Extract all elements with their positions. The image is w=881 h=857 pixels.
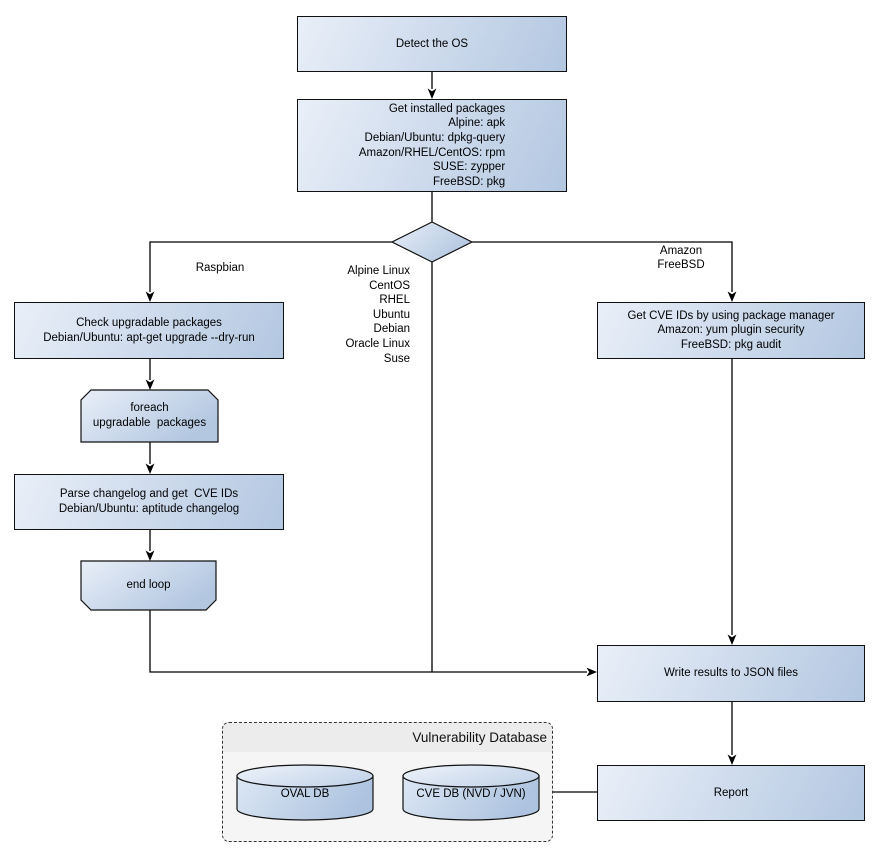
node-check-upgradable-packages: Check upgradable packages Debian/Ubuntu:… [14,302,284,359]
vulnerability-database-header: Vulnerability Database [223,723,552,752]
node-check-upgradable-packages-label: Check upgradable packages Debian/Ubuntu:… [43,316,255,344]
node-get-cve-ids-label: Get CVE IDs by using package manager Ama… [627,309,835,351]
node-parse-changelog-label: Parse changelog and get CVE IDs Debian/U… [58,488,240,515]
node-parse-changelog: Parse changelog and get CVE IDs Debian/U… [14,474,284,530]
edge-label-raspbian: Raspbian [195,262,245,274]
os-decision-diamond [390,221,474,263]
node-end-loop-label: end loop [126,579,171,592]
edge-label-amazon-freebsd: Amazon FreeBSD [657,245,705,271]
node-report-label: Report [713,786,749,799]
node-write-results: Write results to JSON files [597,645,865,702]
vulnerability-database-title: Vulnerability Database [412,730,547,745]
node-get-installed-packages-label: Get installed packages Alpine: apk Debia… [358,102,506,188]
node-write-results-label: Write results to JSON files [664,667,798,680]
node-detect-os-label: Detect the OS [395,37,469,50]
node-detect-os: Detect the OS [297,16,567,72]
cve-db-label: CVE DB (NVD / JVN) [416,787,526,800]
node-foreach-loop-label: foreach upgradable packages [92,402,207,429]
edge-label-os-list: Alpine Linux CentOS RHEL Ubuntu Debian O… [345,265,410,365]
oval-db-label: OVAL DB [280,787,330,800]
node-get-cve-ids: Get CVE IDs by using package manager Ama… [597,302,865,359]
node-get-installed-packages: Get installed packages Alpine: apk Debia… [297,99,567,192]
node-report: Report [597,765,865,821]
